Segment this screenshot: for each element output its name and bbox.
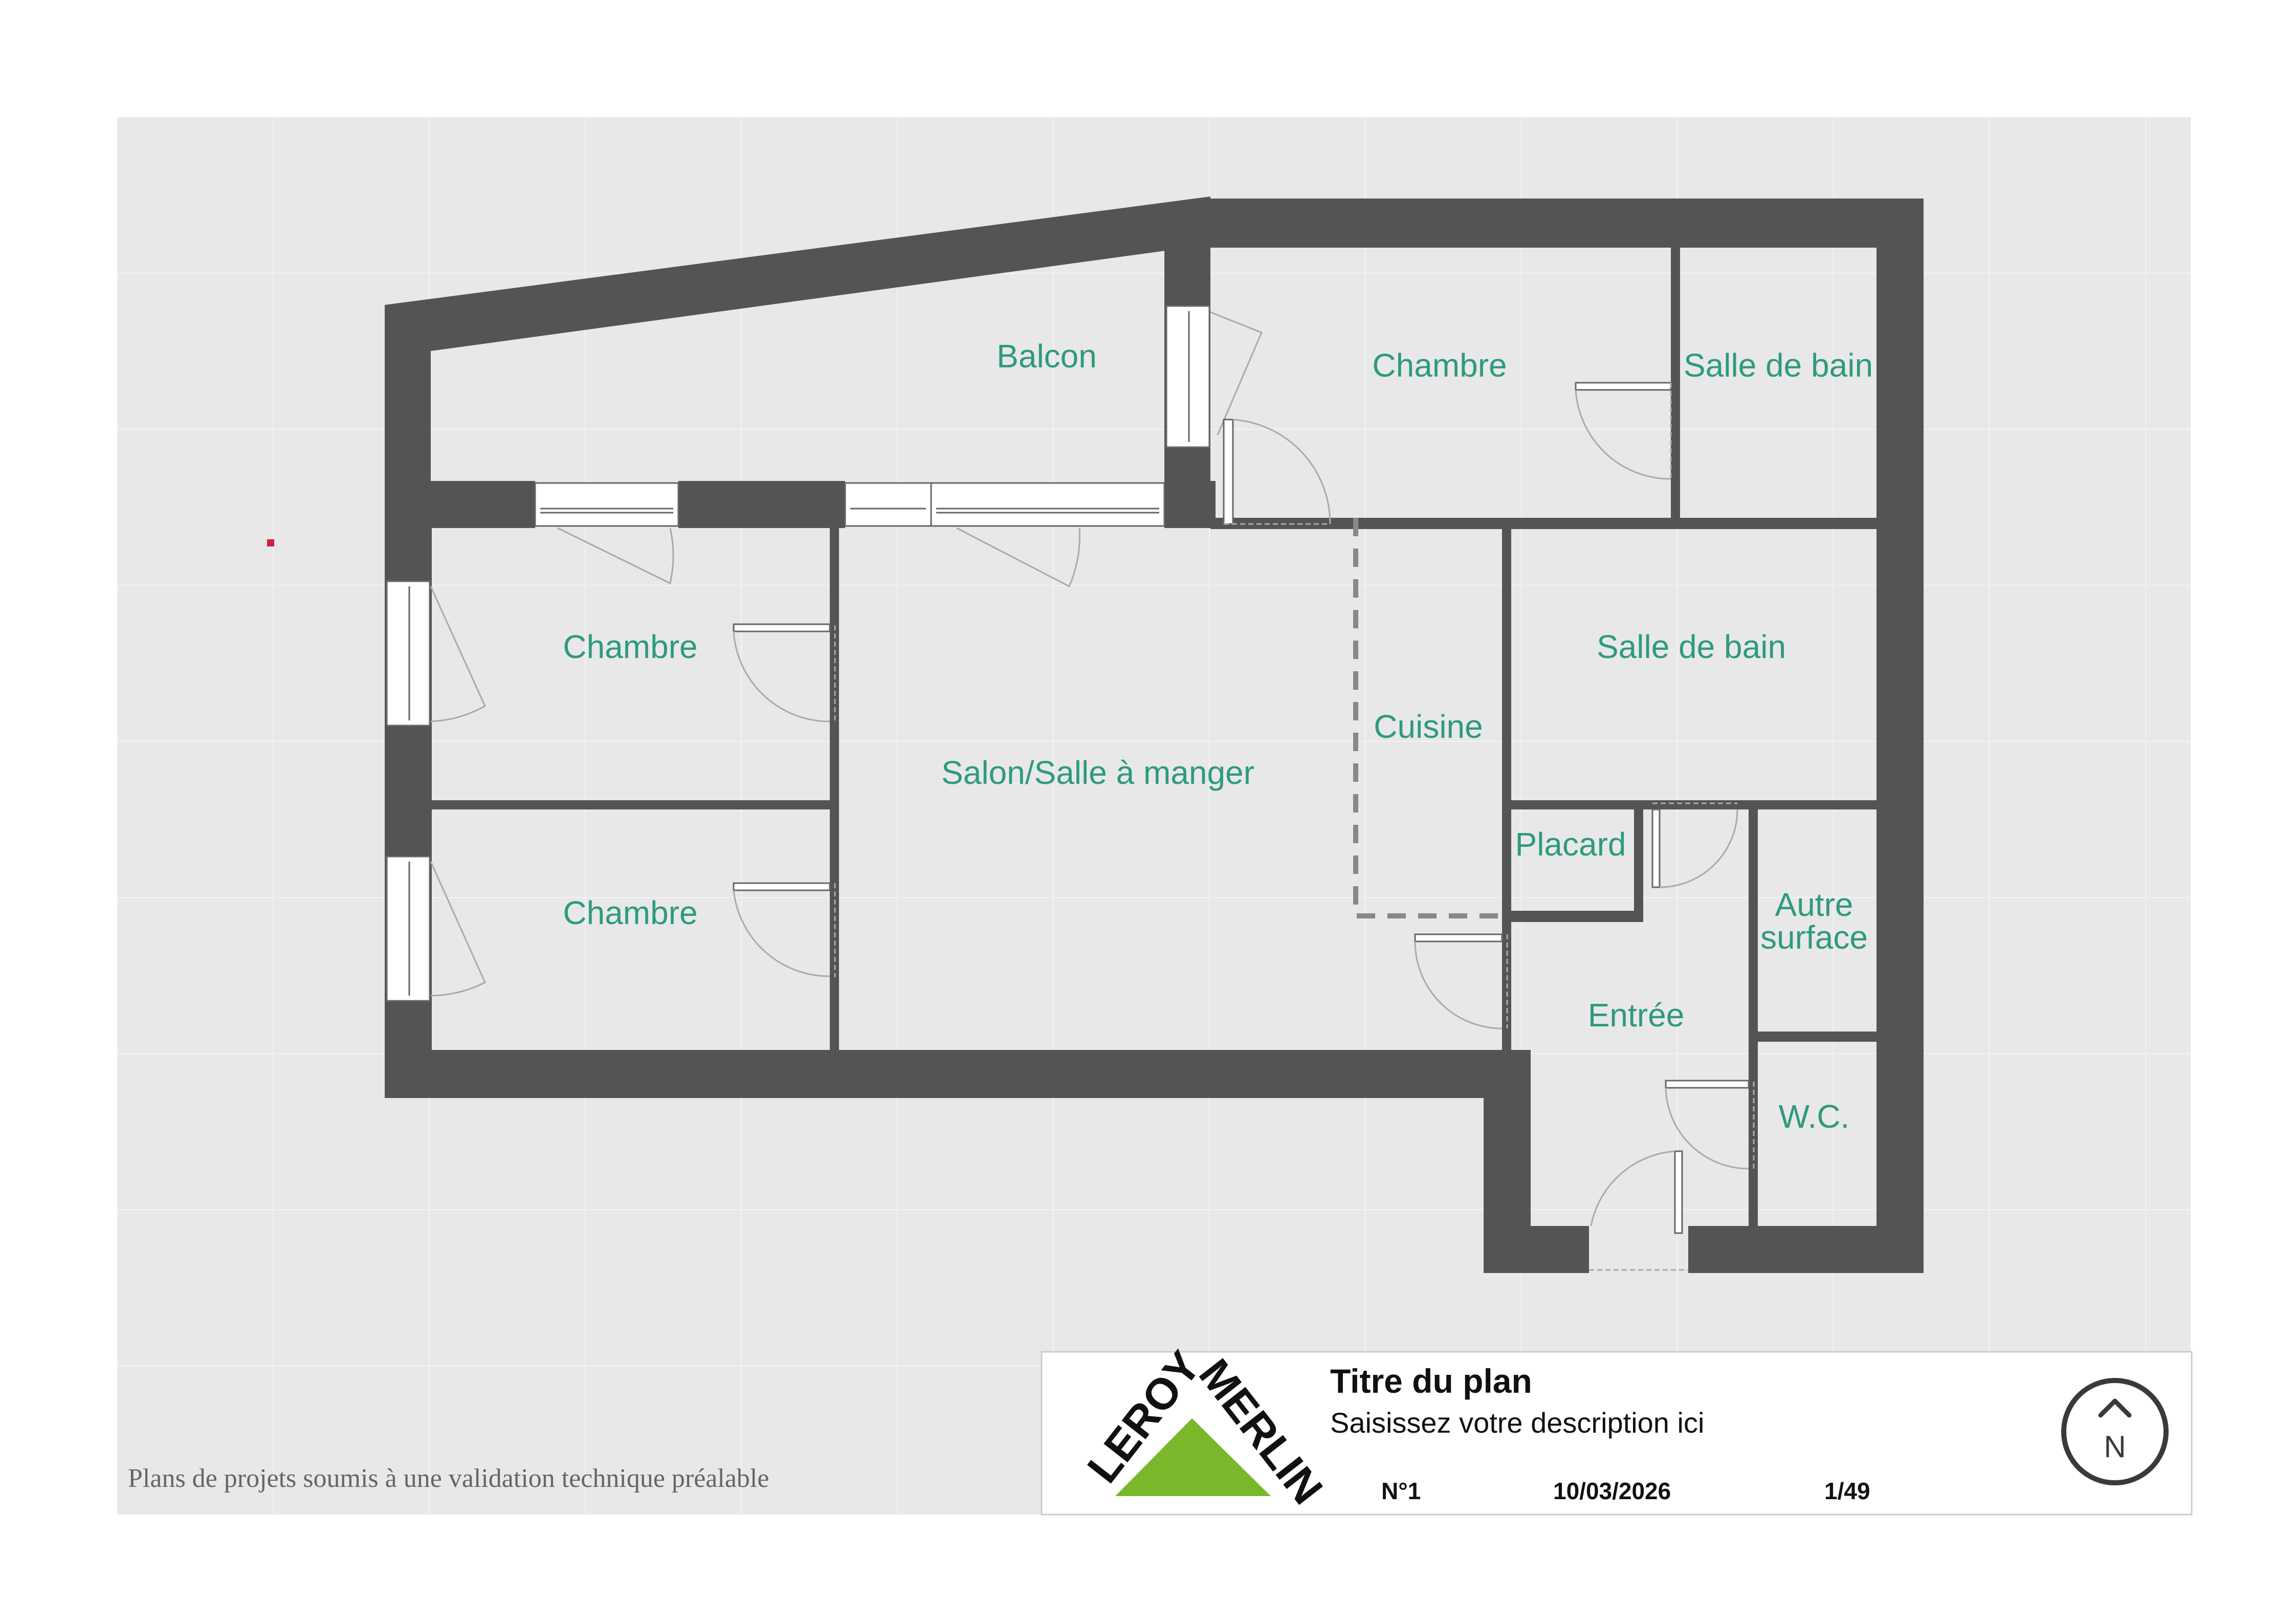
room-label-salle-de-bain-top: Salle de bain bbox=[1684, 347, 1873, 384]
door-swing-icon bbox=[557, 527, 674, 585]
window-icon bbox=[844, 482, 932, 527]
north-label: N bbox=[2104, 1430, 2126, 1464]
windows bbox=[386, 305, 1210, 1002]
door-swing-icon bbox=[1210, 311, 1263, 435]
plan-date: 10/03/2026 bbox=[1553, 1478, 1671, 1504]
plan-page: 1/49 bbox=[1824, 1478, 1870, 1504]
room-label-cuisine: Cuisine bbox=[1374, 708, 1483, 745]
door-swing-icon bbox=[430, 586, 486, 722]
plan-title: Titre du plan bbox=[1330, 1362, 1532, 1400]
origin-marker bbox=[267, 539, 274, 546]
doors bbox=[430, 311, 1755, 1271]
window-icon bbox=[534, 482, 679, 527]
room-label-wc: W.C. bbox=[1779, 1098, 1850, 1135]
room-label-placard: Placard bbox=[1515, 826, 1626, 863]
window-icon bbox=[1165, 305, 1210, 448]
room-label-autre-surface-1: Autre bbox=[1775, 886, 1853, 923]
window-icon bbox=[386, 580, 431, 727]
room-label-chambre-left-bottom: Chambre bbox=[563, 894, 697, 931]
room-label-balcon: Balcon bbox=[997, 338, 1097, 375]
room-label-chambre-top: Chambre bbox=[1372, 347, 1507, 384]
room-labels: Balcon Chambre Salle de bain Chambre Cha… bbox=[563, 338, 1873, 1135]
room-label-salle-de-bain-right: Salle de bain bbox=[1597, 628, 1786, 665]
north-arrow-icon: N bbox=[2061, 1378, 2169, 1485]
door-swing-icon bbox=[430, 861, 486, 997]
plan-number: N°1 bbox=[1381, 1478, 1421, 1504]
room-label-autre-surface-2: surface bbox=[1760, 919, 1868, 956]
door-swing-icon bbox=[956, 527, 1080, 588]
plan-description: Saisissez votre description ici bbox=[1330, 1407, 1704, 1439]
disclaimer-text: Plans de projets soumis à une validation… bbox=[128, 1464, 769, 1493]
room-label-salon: Salon/Salle à manger bbox=[941, 754, 1254, 791]
room-label-entree: Entrée bbox=[1588, 997, 1685, 1034]
plan-background bbox=[117, 117, 2191, 1515]
room-label-chambre-left-top: Chambre bbox=[563, 628, 697, 665]
window-icon bbox=[930, 482, 1165, 527]
window-icon bbox=[386, 856, 431, 1002]
title-block: LEROY MERLIN Titre du plan Saisissez vot… bbox=[1041, 1342, 2193, 1516]
logo-triangle bbox=[1115, 1418, 1271, 1496]
